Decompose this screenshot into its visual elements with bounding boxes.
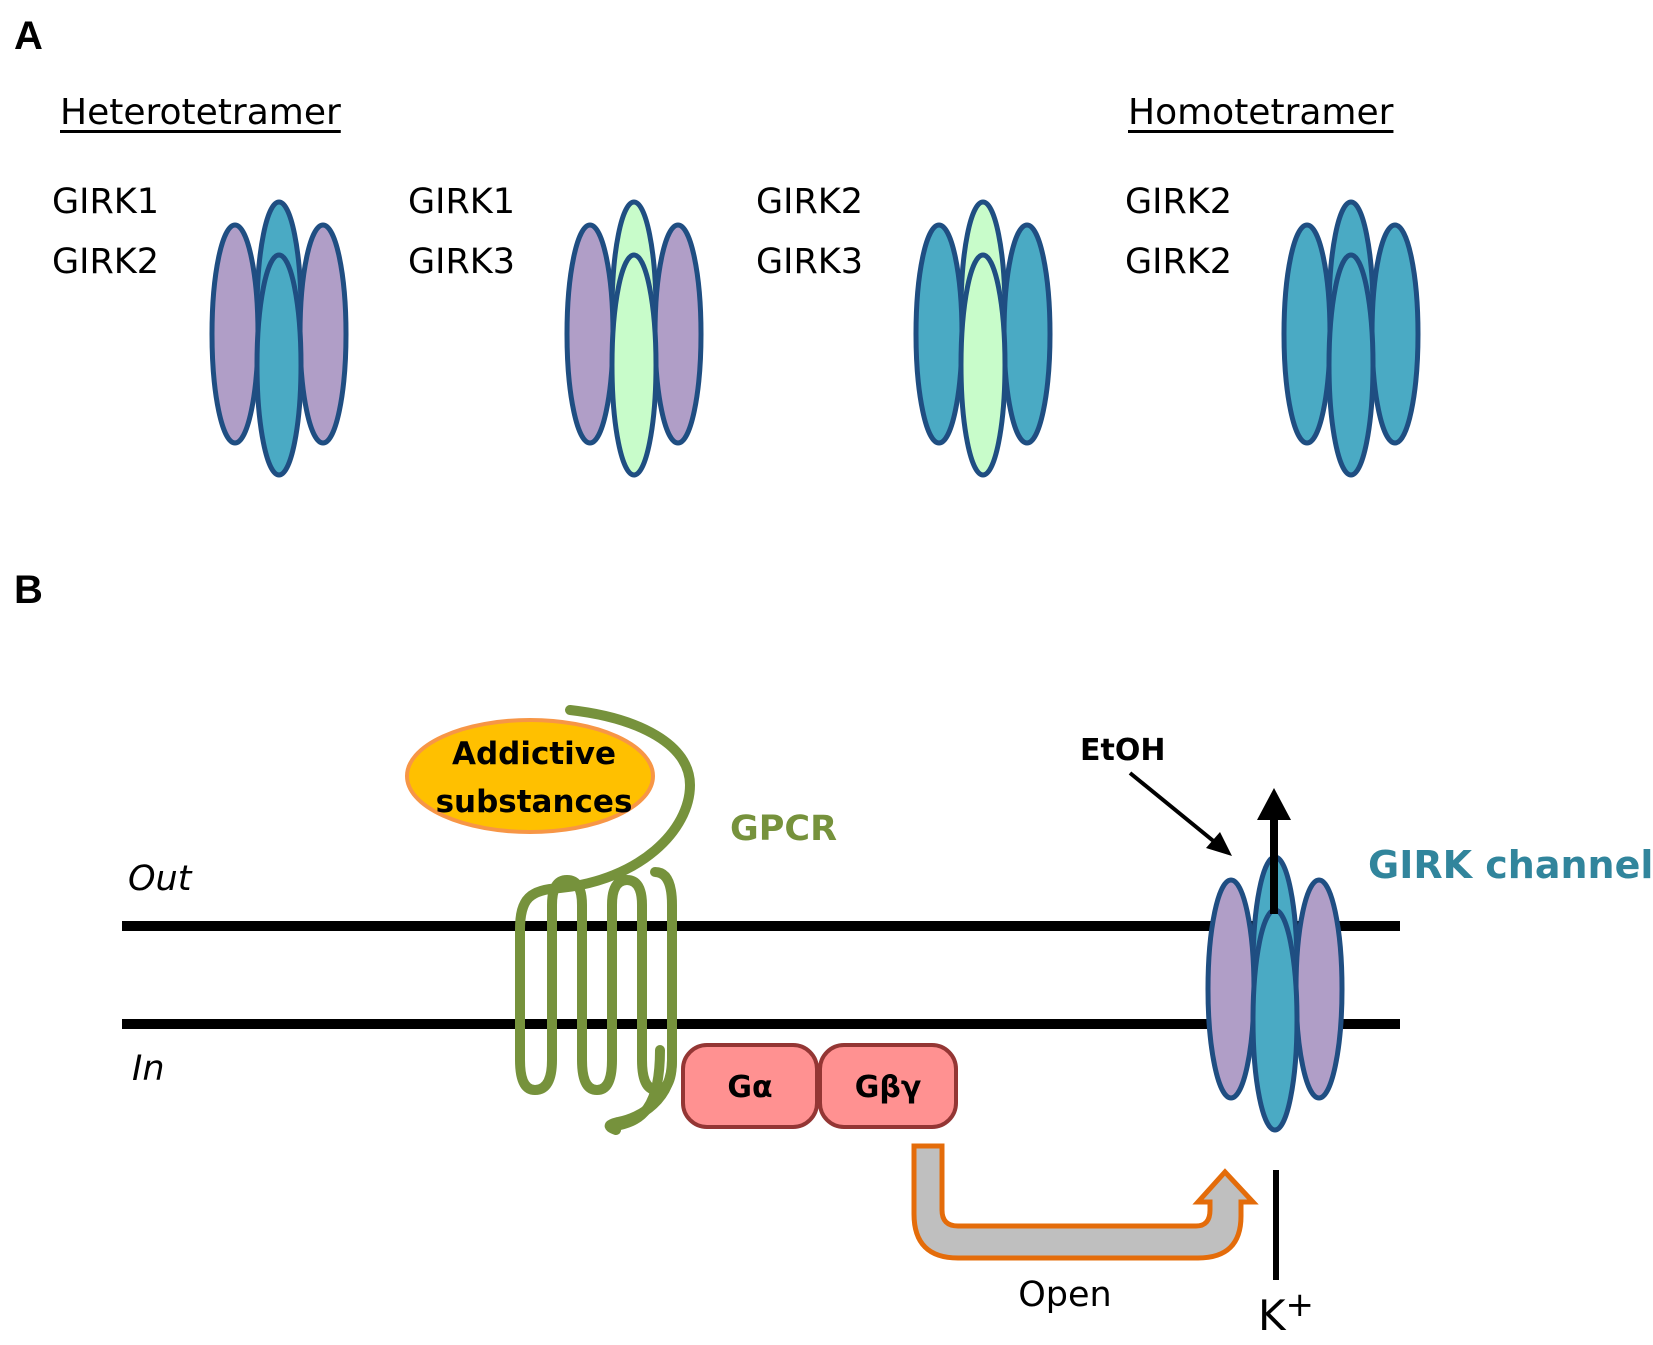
homotetramer-title: Homotetramer [1128,92,1394,133]
right-subunit [1001,222,1053,446]
front-subunit [1326,252,1376,478]
out-label: Out [128,859,193,899]
left-subunit [564,222,616,446]
g-betagamma-subunit [818,1043,958,1129]
g-alpha-subunit [681,1043,819,1129]
front-subunit [1250,907,1300,1133]
ion-charge: + [1286,1285,1315,1325]
right-subunit [1293,877,1345,1101]
ligand-label-line2: substances [436,784,633,820]
subunit-label: GIRK3 [756,242,863,282]
etoh-label: EtOH [1080,733,1165,768]
right-subunit [1369,222,1421,446]
panel-b-label: B [14,568,43,612]
potassium-label: K+ [1258,1285,1314,1340]
etoh-arrow-line [1128,771,1224,850]
subunit-label: GIRK1 [408,182,515,222]
channel-girk1-girk2 [209,199,349,478]
right-subunit [297,222,349,446]
subunit-label: GIRK2 [52,242,159,282]
open-arrow [911,1143,1259,1261]
k-efflux-arrowhead [1257,788,1291,820]
gpcr-label: GPCR [730,809,837,849]
open-label: Open [1018,1275,1111,1315]
panel-a-label: A [14,14,43,58]
ion-symbol: K [1258,1291,1287,1340]
channel-girk2-girk3 [913,199,1053,478]
heterotetramer-title: Heterotetramer [60,92,341,133]
left-subunit [209,222,261,446]
channel-2-subunits: GIRK1 GIRK3 [408,172,515,292]
channel-girk2-girk2 [1281,199,1421,478]
left-subunit [1281,222,1333,446]
girk-channel-membrane [1205,854,1345,1133]
subunit-label: GIRK1 [52,182,159,222]
subunit-label: GIRK2 [1125,182,1232,222]
gpcr-receptor [515,705,695,1095]
right-subunit [652,222,704,446]
ligand-label-line1: Addictive [452,736,616,772]
channel-3-subunits: GIRK2 GIRK3 [756,172,863,292]
left-subunit [1205,877,1257,1101]
channel-1-subunits: GIRK1 GIRK2 [52,172,159,292]
etoh-arrowhead [1206,832,1232,856]
left-subunit [913,222,965,446]
gpcr-tail [615,1045,665,1130]
in-label: In [132,1049,165,1089]
g-betagamma-label: Gβγ [855,1070,922,1105]
girk-channel-label: GIRK channel [1368,843,1653,887]
front-subunit [254,252,304,478]
front-subunit [609,252,659,478]
subunit-label: GIRK3 [408,242,515,282]
addictive-substances-ellipse [405,718,655,834]
channel-4-subunits: GIRK2 GIRK2 [1125,172,1232,292]
front-subunit [958,252,1008,478]
subunit-label: GIRK2 [1125,242,1232,282]
subunit-label: GIRK2 [756,182,863,222]
channel-girk1-girk3 [564,199,704,478]
g-alpha-label: Gα [727,1070,772,1105]
